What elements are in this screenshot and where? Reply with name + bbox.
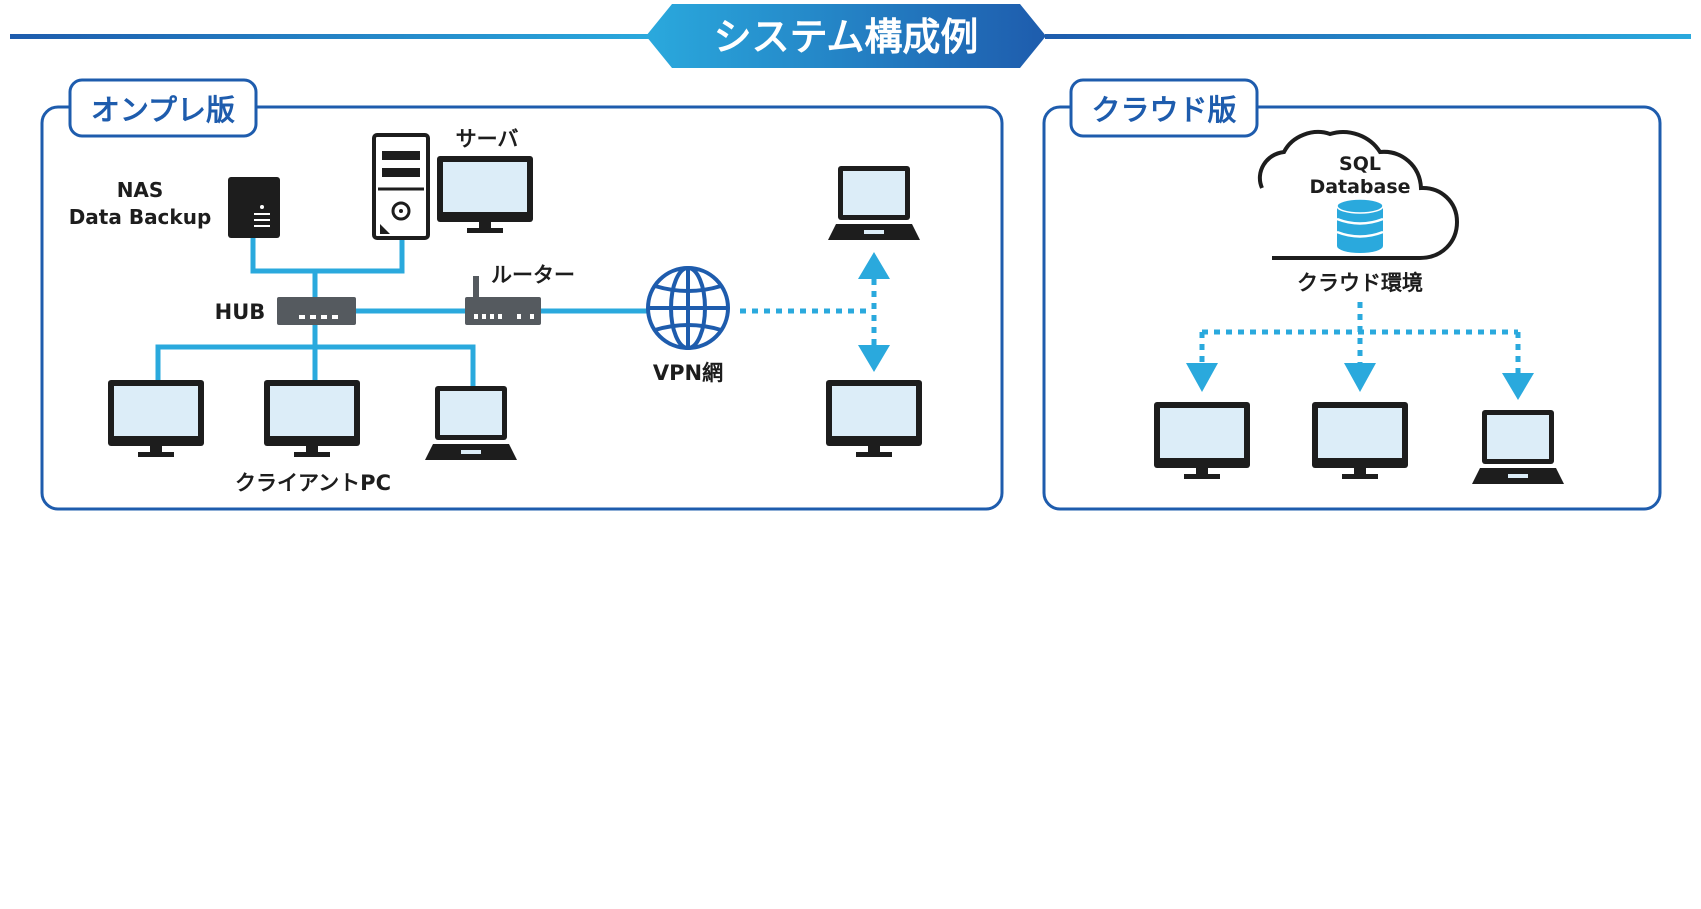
vpn-dotted-links: [740, 252, 890, 372]
onprem-label-box: [68, 78, 258, 138]
router-device: [465, 276, 541, 325]
database-icon: [1336, 198, 1384, 253]
db-label-line2: Database: [1309, 176, 1410, 198]
header-rule-left: [10, 34, 650, 39]
vpn-label: VPN網: [653, 361, 723, 385]
remote-laptop: [828, 166, 920, 240]
nas-label-line2: Data Backup: [69, 205, 212, 229]
server-label: サーバ: [456, 127, 519, 151]
client-monitor-2: [264, 380, 360, 457]
arrow-up-icon: [858, 252, 890, 279]
arrow-down-icon: [1502, 373, 1534, 400]
cloud-monitor-2: [1312, 402, 1408, 479]
arrow-down-icon: [1344, 363, 1376, 392]
cloud-label-box: [1069, 78, 1259, 138]
cloud-monitor-1: [1154, 402, 1250, 479]
cloud-icon: [1257, 130, 1460, 260]
cloud-panel: クラウド版 SQL Database クラウド環境: [1042, 78, 1662, 511]
nas-device: [228, 177, 280, 238]
globe-icon: [646, 266, 730, 350]
cloud-env-label: クラウド環境: [1297, 271, 1423, 295]
header: システム構成例: [10, 4, 1691, 68]
arrow-down-icon: [858, 345, 890, 372]
client-laptop: [425, 386, 517, 460]
db-label-line1: SQL: [1339, 153, 1381, 175]
onprem-panel: オンプレ版 NAS Data Backup: [40, 78, 1004, 511]
server-monitor: [437, 156, 533, 233]
onprem-label: オンプレ版: [91, 93, 235, 127]
arrow-down-icon: [1186, 363, 1218, 392]
cloud-laptop: [1472, 410, 1564, 484]
nas-label-line1: NAS: [117, 178, 164, 202]
lan-lines: [155, 238, 647, 386]
cloud-label: クラウド版: [1091, 93, 1236, 127]
router-label: ルーター: [491, 263, 575, 287]
hub-device: [277, 297, 356, 325]
client-label: クライアントPC: [235, 471, 391, 495]
cloud-dotted-links: [1199, 302, 1521, 373]
header-banner: [646, 4, 1046, 68]
page-title: システム構成例: [714, 15, 979, 59]
client-monitor-1: [108, 380, 204, 457]
hub-label: HUB: [215, 300, 266, 324]
remote-monitor: [826, 380, 922, 457]
header-rule-right: [1045, 34, 1691, 39]
server-tower: [372, 133, 430, 240]
